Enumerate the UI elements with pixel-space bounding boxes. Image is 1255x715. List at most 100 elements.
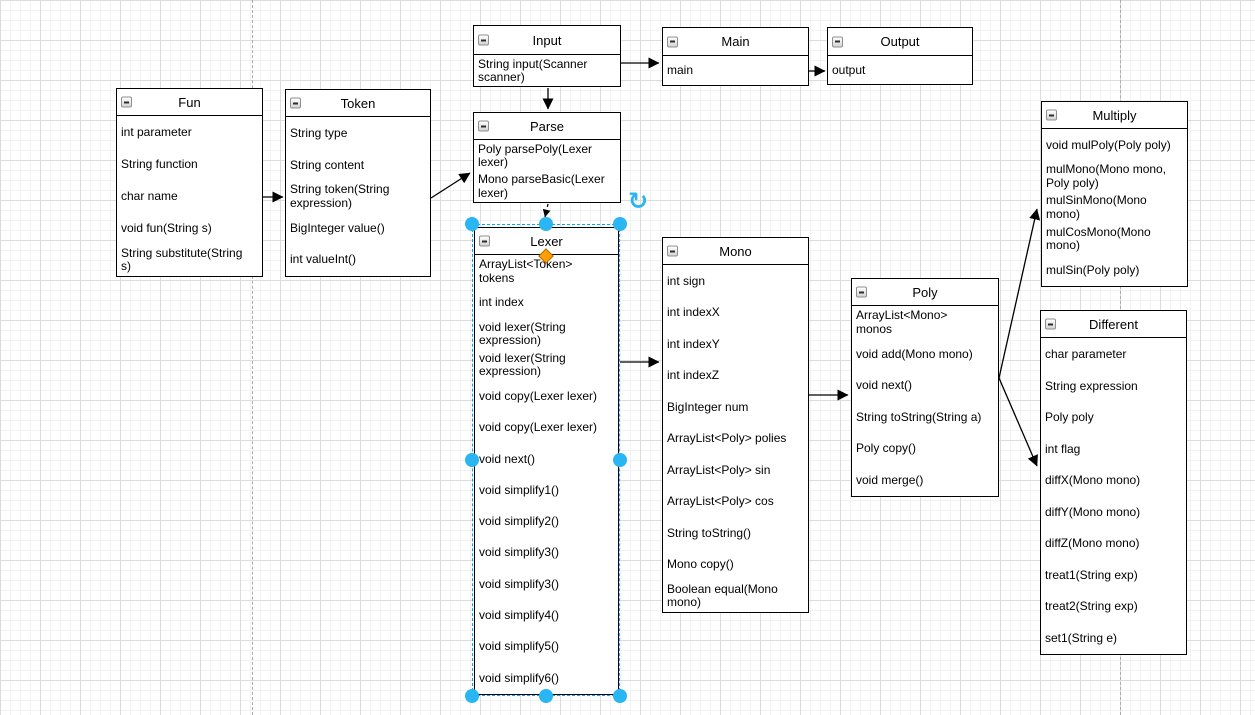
- member-row[interactable]: Mono copy(): [667, 557, 734, 572]
- collapse-icon[interactable]: [856, 286, 867, 298]
- connector-poly-different[interactable]: [998, 377, 1038, 467]
- selection-resize-handle[interactable]: [465, 453, 479, 467]
- connector-parse-lexer[interactable]: [542, 203, 551, 218]
- member-row[interactable]: ArrayList<Poly> polies: [667, 431, 787, 446]
- member-row[interactable]: void lexer(String expression): [479, 319, 566, 348]
- member-row[interactable]: void mulPoly(Poly poly): [1046, 137, 1171, 152]
- member-row[interactable]: void copy(Lexer lexer): [479, 420, 598, 435]
- collapse-icon[interactable]: [667, 36, 678, 47]
- member-row[interactable]: diffZ(Mono mono): [1045, 536, 1140, 550]
- member-row[interactable]: String token(String expression): [290, 182, 390, 210]
- collapse-icon[interactable]: [479, 235, 490, 247]
- member-row[interactable]: void fun(String s): [121, 220, 212, 235]
- member-row[interactable]: String toString(String a): [856, 409, 982, 424]
- member-row[interactable]: mulMono(Mono mono, Poly poly): [1046, 162, 1167, 190]
- member-row[interactable]: ArrayList<Mono> monos: [856, 308, 948, 336]
- member-row[interactable]: int sign: [667, 273, 706, 288]
- connector-poly-multiply[interactable]: [998, 208, 1041, 379]
- member-row[interactable]: ArrayList<Poly> sin: [667, 462, 771, 477]
- member-row[interactable]: String expression: [1045, 378, 1138, 393]
- selection-resize-handle[interactable]: [465, 689, 479, 703]
- member-row[interactable]: mulSin(Poly poly): [1046, 262, 1140, 277]
- member-row[interactable]: int valueInt(): [290, 252, 357, 267]
- member-row[interactable]: treat1(String exp): [1045, 567, 1138, 582]
- collapse-icon[interactable]: [478, 120, 489, 132]
- member-row[interactable]: void lexer(String expression): [479, 350, 566, 379]
- collapse-icon[interactable]: [1045, 318, 1056, 330]
- member-row[interactable]: Poly copy(): [856, 441, 917, 455]
- collapse-icon[interactable]: [832, 36, 843, 47]
- collapse-icon[interactable]: [290, 97, 301, 109]
- member-row[interactable]: String toString(): [667, 525, 752, 540]
- member-row[interactable]: void simplify5(): [479, 639, 560, 654]
- member-row[interactable]: Boolean equal(Mono mono): [667, 581, 778, 610]
- selection-resize-handle[interactable]: [539, 217, 553, 231]
- page-break-line: [252, 0, 253, 715]
- member-row[interactable]: String input(Scanner scanner): [478, 56, 588, 84]
- member-row[interactable]: char name: [121, 188, 178, 203]
- member-row[interactable]: char parameter: [1045, 347, 1127, 361]
- member-row[interactable]: mulCosMono(Mono mono): [1046, 224, 1151, 253]
- member-row[interactable]: String substitute(String s): [121, 245, 243, 274]
- member-row[interactable]: Mono parseBasic(Lexer lexer): [478, 172, 605, 200]
- selection-resize-handle[interactable]: [539, 689, 553, 703]
- member-row[interactable]: String content: [290, 157, 365, 172]
- member-row[interactable]: int indexX: [667, 305, 720, 320]
- member-row[interactable]: void simplify3(): [479, 576, 560, 591]
- member-row[interactable]: int flag: [1045, 441, 1081, 456]
- member-row[interactable]: int indexZ: [667, 368, 720, 383]
- selection-resize-handle[interactable]: [613, 689, 627, 703]
- member-row[interactable]: void simplify6(): [479, 670, 560, 685]
- member-row[interactable]: treat2(String exp): [1045, 599, 1138, 613]
- member-row[interactable]: void copy(Lexer lexer): [479, 389, 598, 404]
- member-row[interactable]: diffX(Mono mono): [1045, 473, 1141, 487]
- class-title-text: Poly: [912, 284, 938, 300]
- minus-glyph: [481, 125, 486, 127]
- rotate-icon[interactable]: ↻: [627, 188, 649, 215]
- member-row[interactable]: set1(String e): [1045, 630, 1118, 645]
- member-row[interactable]: int index: [479, 295, 524, 310]
- selection-resize-handle[interactable]: [465, 217, 479, 231]
- class-title-text: Token: [340, 95, 376, 111]
- member-row[interactable]: void next(): [856, 378, 913, 392]
- connector-token-parse[interactable]: [430, 172, 471, 199]
- member-row[interactable]: void simplify3(): [479, 545, 560, 560]
- member-row[interactable]: void simplify2(): [479, 514, 560, 529]
- collapse-icon[interactable]: [478, 34, 489, 46]
- member-row[interactable]: void merge(): [856, 472, 924, 487]
- member-row[interactable]: BigInteger value(): [290, 220, 385, 235]
- member-row[interactable]: Poly poly: [1045, 410, 1094, 424]
- member-row[interactable]: mulSinMono(Mono mono): [1046, 193, 1147, 221]
- member-row[interactable]: int parameter: [121, 125, 192, 140]
- collapse-icon[interactable]: [1046, 109, 1057, 121]
- member-row[interactable]: output: [832, 62, 866, 77]
- member-row[interactable]: void simplify1(): [479, 482, 560, 497]
- collapse-icon[interactable]: [121, 96, 132, 108]
- member-row[interactable]: void simplify4(): [479, 607, 560, 622]
- member-row[interactable]: diffY(Mono mono): [1045, 504, 1141, 519]
- member-row[interactable]: Poly parsePoly(Lexer lexer): [478, 141, 593, 170]
- member-row[interactable]: ArrayList<Poly> cos: [667, 494, 774, 509]
- selection-resize-handle[interactable]: [613, 453, 627, 467]
- member-row[interactable]: void add(Mono mono): [856, 346, 973, 361]
- collapse-icon[interactable]: [667, 245, 678, 257]
- member-row[interactable]: main: [667, 63, 694, 78]
- member-row[interactable]: void next(): [479, 451, 536, 466]
- member-row[interactable]: String function: [121, 156, 198, 171]
- member-row[interactable]: BigInteger num: [667, 399, 749, 414]
- selection-resize-handle[interactable]: [613, 217, 627, 231]
- member-row[interactable]: int indexY: [667, 336, 720, 351]
- member-row[interactable]: String type: [290, 126, 348, 141]
